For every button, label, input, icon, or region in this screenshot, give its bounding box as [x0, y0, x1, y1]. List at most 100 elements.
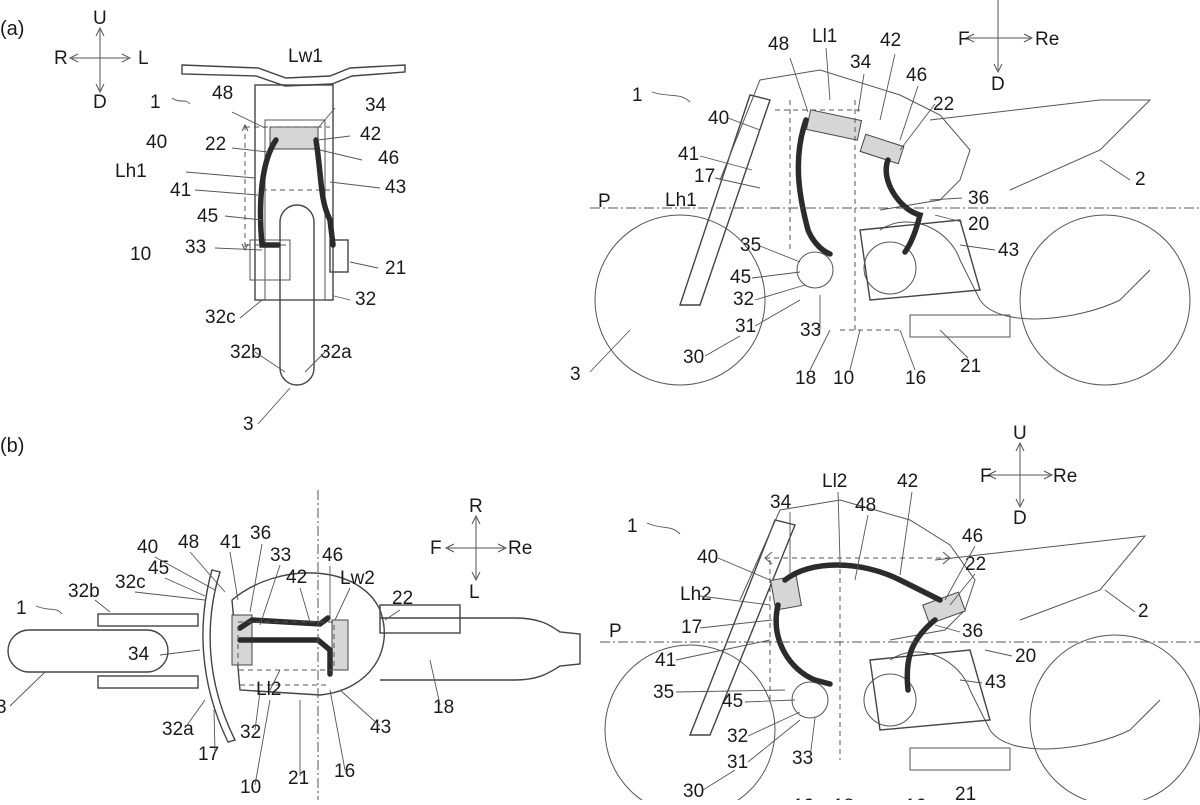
svg-text:41: 41: [655, 650, 676, 671]
svg-text:U: U: [93, 8, 107, 29]
svg-text:L: L: [469, 582, 480, 603]
svg-text:35: 35: [740, 235, 761, 256]
svg-text:32a: 32a: [320, 342, 352, 363]
svg-text:17: 17: [694, 166, 715, 187]
svg-text:18: 18: [833, 796, 854, 800]
svg-text:45: 45: [730, 267, 751, 288]
svg-text:R: R: [54, 48, 68, 69]
svg-text:32a: 32a: [162, 719, 194, 740]
svg-text:42: 42: [286, 567, 307, 588]
svg-text:45: 45: [722, 691, 743, 712]
svg-text:Lw2: Lw2: [340, 568, 375, 589]
panel-label-a: (a): [0, 18, 24, 40]
svg-text:1: 1: [150, 92, 161, 113]
top-view-drawing: [7, 490, 581, 800]
svg-text:43: 43: [385, 177, 406, 198]
svg-text:33: 33: [270, 545, 291, 566]
direction-indicator-b-top: R L F Re: [430, 496, 532, 603]
svg-text:3: 3: [570, 364, 581, 385]
svg-text:32b: 32b: [68, 581, 100, 602]
svg-text:Ll2: Ll2: [822, 471, 847, 492]
svg-text:22: 22: [965, 554, 986, 575]
svg-text:3: 3: [0, 697, 7, 718]
svg-text:32b: 32b: [230, 342, 262, 363]
svg-text:32: 32: [355, 289, 376, 310]
svg-text:D: D: [1013, 508, 1027, 529]
svg-text:20: 20: [968, 214, 989, 235]
svg-text:34: 34: [365, 95, 387, 116]
svg-text:21: 21: [955, 784, 976, 800]
side-view-b-labels: 34 Ll2 42 48 1 40 46 22 Lh2 2 17 36 P 20…: [609, 471, 1149, 805]
svg-text:34: 34: [128, 644, 150, 665]
svg-text:48: 48: [855, 495, 876, 516]
svg-text:33: 33: [792, 748, 813, 769]
svg-text:34: 34: [770, 492, 792, 513]
svg-text:48: 48: [178, 532, 199, 553]
svg-text:18: 18: [795, 368, 816, 389]
svg-text:1: 1: [627, 516, 638, 537]
svg-text:21: 21: [385, 258, 406, 279]
svg-text:32: 32: [240, 722, 261, 743]
svg-text:18: 18: [433, 697, 454, 718]
svg-text:36: 36: [968, 188, 989, 209]
front-view-labels: 1 48 Lw1 34 42 40 22 46 Lh1 43 41 45 33 …: [115, 46, 406, 435]
svg-text:46: 46: [906, 65, 927, 86]
svg-text:Lh1: Lh1: [665, 190, 697, 211]
svg-text:P: P: [598, 191, 611, 212]
svg-text:46: 46: [962, 526, 983, 547]
svg-text:40: 40: [697, 547, 718, 568]
svg-text:F: F: [430, 538, 442, 559]
svg-text:32: 32: [727, 726, 748, 747]
svg-text:16: 16: [905, 368, 926, 389]
svg-text:21: 21: [288, 768, 309, 789]
svg-text:1: 1: [16, 598, 27, 619]
direction-indicator-b-side: U D F Re: [980, 423, 1077, 529]
svg-text:L: L: [138, 48, 149, 69]
svg-text:Ll1: Ll1: [812, 26, 837, 47]
svg-text:20: 20: [1015, 646, 1036, 667]
svg-text:3: 3: [243, 414, 254, 435]
svg-text:43: 43: [998, 240, 1019, 261]
svg-text:31: 31: [727, 752, 748, 773]
svg-text:40: 40: [137, 537, 158, 558]
svg-text:17: 17: [681, 617, 702, 638]
front-view-drawing: [181, 64, 406, 386]
svg-text:48: 48: [212, 83, 233, 104]
svg-text:1: 1: [632, 85, 643, 106]
svg-text:P: P: [609, 621, 622, 642]
svg-text:F: F: [958, 29, 970, 50]
svg-text:42: 42: [360, 124, 381, 145]
svg-text:36: 36: [250, 523, 271, 544]
svg-text:Re: Re: [508, 538, 532, 559]
svg-text:16: 16: [905, 796, 926, 800]
side-view-b-drawing: [600, 499, 1200, 805]
svg-text:42: 42: [880, 30, 901, 51]
svg-text:42: 42: [897, 471, 918, 492]
direction-indicator-a-side: F Re D: [958, 0, 1059, 95]
svg-text:33: 33: [185, 237, 206, 258]
svg-text:R: R: [469, 496, 483, 517]
svg-text:Lh1: Lh1: [115, 161, 147, 182]
svg-text:16: 16: [334, 761, 355, 782]
side-view-a-labels: 48 Ll1 34 42 46 1 40 22 41 17 P Lh1 36 2…: [570, 26, 1146, 389]
svg-text:45: 45: [148, 558, 169, 579]
svg-text:46: 46: [322, 545, 343, 566]
svg-text:F: F: [980, 466, 992, 487]
svg-text:22: 22: [205, 134, 226, 155]
svg-text:17: 17: [198, 744, 219, 765]
svg-text:32c: 32c: [115, 572, 146, 593]
svg-text:Re: Re: [1053, 466, 1077, 487]
svg-text:U: U: [1013, 423, 1027, 444]
svg-text:30: 30: [683, 347, 704, 368]
svg-text:46: 46: [378, 148, 399, 169]
svg-text:41: 41: [220, 532, 241, 553]
svg-text:48: 48: [768, 34, 789, 55]
svg-text:2: 2: [1135, 169, 1146, 190]
top-view-labels: 40 48 41 36 33 46 42 Lw2 22 32b 32c 45 1…: [0, 523, 454, 798]
svg-text:21: 21: [960, 356, 981, 377]
svg-text:32c: 32c: [205, 307, 236, 328]
panel-label-b: (b): [0, 435, 24, 457]
svg-text:36: 36: [962, 621, 983, 642]
svg-text:43: 43: [985, 672, 1006, 693]
